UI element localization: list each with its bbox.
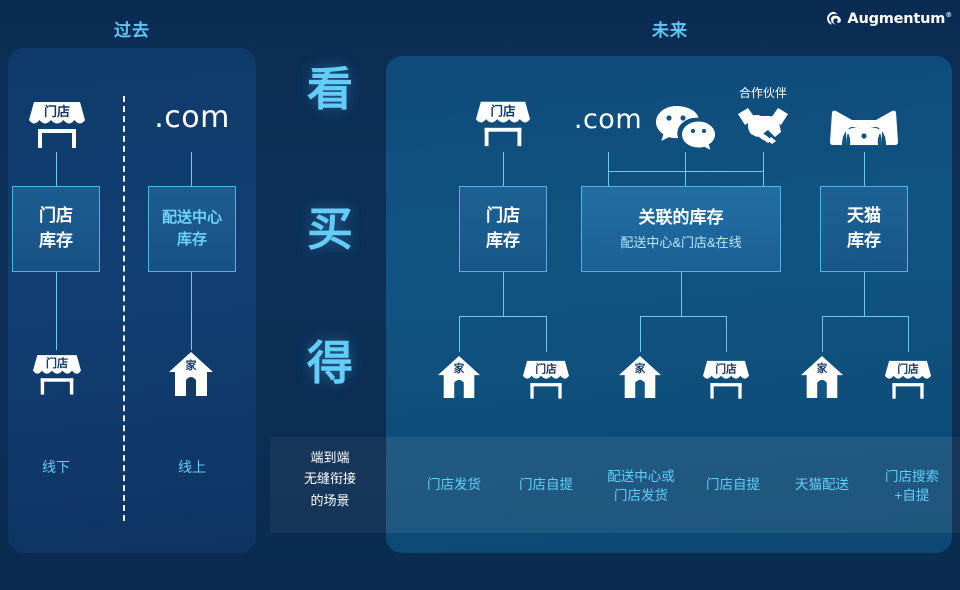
- svg-text:门店: 门店: [44, 104, 70, 120]
- svg-text:家: 家: [635, 362, 646, 375]
- svg-text:门店: 门店: [46, 356, 68, 370]
- future-linked-fork-right: [726, 316, 727, 352]
- future-fulfillment-store-icon-3: 门店: [884, 356, 932, 402]
- past-inventory-box-dc: 配送中心 库存: [148, 186, 236, 272]
- past-inventory-dc-line-1: 配送中心: [161, 209, 222, 227]
- future-inventory-box-store: 门店 库存: [459, 186, 547, 272]
- future-label-5-line-1: 天猫配送: [795, 477, 849, 492]
- bottom-band: [270, 437, 960, 533]
- future-store-fork-right: [546, 316, 547, 352]
- past-header: 过去: [114, 21, 150, 40]
- past-fulfillment-home-icon: 家: [168, 350, 214, 398]
- future-tmall-fork-left: [822, 316, 823, 352]
- past-dc-lower-connector: [191, 272, 192, 350]
- svg-text:家: 家: [817, 362, 828, 375]
- future-linked-fork-stem: [681, 272, 682, 316]
- future-linked-fork-bar: [640, 316, 727, 317]
- future-label-4: 门店自提: [690, 476, 776, 495]
- future-store-fork-stem: [503, 272, 504, 316]
- svg-text:门店: 门店: [715, 362, 737, 375]
- future-channel-store-icon: 门店: [475, 96, 531, 150]
- future-wechat-connector: [685, 152, 686, 186]
- past-inventory-dc-line-2: 库存: [176, 231, 207, 248]
- center-verb-see: 看: [307, 62, 353, 116]
- future-inventory-box-linked: 关联的库存 配送中心&门店&在线: [581, 186, 781, 272]
- future-inventory-linked-title: 关联的库存: [638, 208, 724, 228]
- center-caption: 端到端 无缝衔接 的场景: [278, 447, 382, 511]
- future-fulfillment-home-icon-2: 家: [618, 354, 662, 400]
- augmentum-logo: Augmentum®: [826, 8, 952, 30]
- future-label-2-line-1: 门店自提: [519, 477, 573, 492]
- future-fulfillment-store-icon-1: 门店: [522, 356, 570, 402]
- center-verb-get: 得: [307, 336, 353, 390]
- future-inventory-tmall-line-2: 库存: [847, 231, 881, 250]
- future-partner-label: 合作伙伴: [738, 86, 787, 100]
- future-linked-fork-left: [640, 316, 641, 352]
- future-header: 未来: [652, 21, 688, 40]
- future-inventory-linked-subtitle: 配送中心&门店&在线: [620, 234, 742, 250]
- center-caption-line-1: 端到端: [310, 450, 350, 465]
- future-label-3-line-1: 配送中心或: [607, 469, 675, 484]
- future-channel-handshake-icon: [735, 104, 791, 148]
- future-label-3-line-2: 门店发货: [614, 487, 668, 503]
- center-verb-buy: 买: [307, 202, 353, 256]
- future-label-1: 门店发货: [411, 476, 497, 495]
- past-fulfillment-store-icon: 门店: [32, 350, 82, 398]
- past-dotcom-connector: [191, 152, 192, 186]
- future-channel-wechat-icon: [654, 104, 716, 150]
- future-tmall-fork-stem: [864, 272, 865, 316]
- future-fulfillment-home-icon-1: 家: [437, 354, 481, 400]
- future-label-5: 天猫配送: [779, 476, 865, 495]
- future-inventory-store-line-2: 库存: [486, 231, 520, 250]
- future-channel-tmall-cat-icon: [826, 108, 902, 148]
- future-label-3: 配送中心或 门店发货: [594, 468, 688, 506]
- augmentum-wordmark: Augmentum®: [847, 11, 952, 27]
- past-store-connector: [56, 152, 57, 186]
- past-channel-store-icon: 门店: [28, 96, 86, 152]
- center-caption-line-3: 的场景: [310, 492, 350, 508]
- past-online-offline-divider: [123, 96, 125, 521]
- future-channel-dotcom-label: .com: [573, 104, 643, 135]
- future-tmall-connector: [864, 152, 865, 186]
- future-inventory-box-tmall: 天猫 库存: [820, 186, 908, 272]
- center-caption-line-2: 无缝衔接: [303, 471, 356, 487]
- future-label-6-line-1: 门店搜索: [885, 469, 939, 484]
- past-inventory-box-store: 门店 库存: [12, 186, 100, 272]
- future-label-6-line-2: +自提: [894, 487, 930, 503]
- svg-text:门店: 门店: [897, 362, 919, 375]
- svg-text:门店: 门店: [535, 362, 557, 375]
- future-label-6: 门店搜索 +自提: [867, 468, 957, 506]
- past-label-offline: 线下: [42, 459, 70, 475]
- future-inventory-store-line-1: 门店: [486, 206, 520, 226]
- future-inventory-tmall-line-1: 天猫: [847, 206, 881, 226]
- future-fulfillment-home-icon-3: 家: [800, 354, 844, 400]
- future-store-fork-bar: [459, 316, 547, 317]
- future-store-fork-left: [459, 316, 460, 352]
- future-merge-horizontal: [608, 171, 764, 172]
- future-dotcom-connector: [608, 152, 609, 186]
- future-label-4-line-1: 门店自提: [706, 477, 760, 492]
- past-channel-dotcom-label: .com: [154, 100, 230, 135]
- future-tmall-fork-bar: [822, 316, 909, 317]
- past-inventory-store-line-1: 门店: [39, 206, 73, 226]
- past-label-online: 线上: [178, 459, 206, 475]
- future-label-2: 门店自提: [503, 476, 589, 495]
- past-store-lower-connector: [56, 272, 57, 350]
- future-tmall-fork-right: [908, 316, 909, 352]
- past-inventory-store-line-2: 库存: [39, 231, 73, 250]
- svg-text:家: 家: [186, 358, 198, 372]
- svg-text:家: 家: [454, 362, 465, 375]
- future-label-1-line-1: 门店发货: [427, 477, 481, 492]
- future-store-connector: [503, 152, 504, 186]
- future-partner-connector: [763, 152, 764, 186]
- registered-mark: ®: [945, 11, 952, 20]
- future-fulfillment-store-icon-2: 门店: [702, 356, 750, 402]
- svg-text:门店: 门店: [490, 103, 516, 118]
- augmentum-spiral-icon: [826, 11, 843, 28]
